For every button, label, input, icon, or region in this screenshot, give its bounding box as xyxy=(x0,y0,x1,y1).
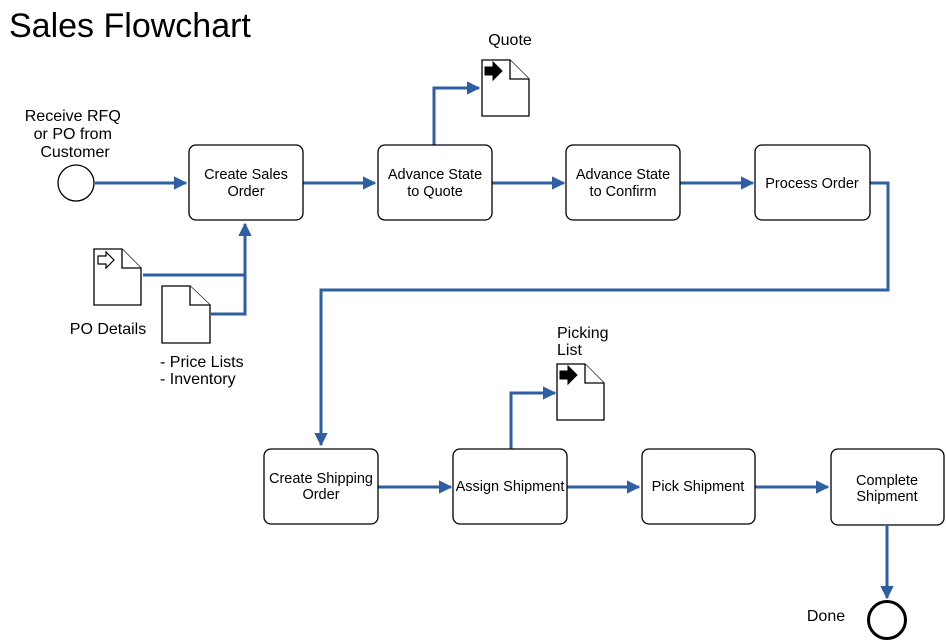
svg-text:Pick Shipment: Pick Shipment xyxy=(652,479,745,495)
step-assign-shipment: Assign Shipment xyxy=(452,448,568,525)
quote-label: Quote xyxy=(488,32,532,49)
step-process-order: Process Order xyxy=(754,144,871,221)
filled-arrow-icon xyxy=(484,60,503,82)
start-event-label: Receive RFQ or PO from Customer xyxy=(25,108,125,161)
picking-list-document xyxy=(556,363,605,421)
step-pick-shipment: Pick Shipment xyxy=(641,448,756,525)
price-lists-label: - Price Lists - Inventory xyxy=(160,354,248,388)
flow-connectors xyxy=(95,81,894,600)
connector-price-lists-to-create-sales-order xyxy=(211,275,247,316)
svg-text:Assign Shipment: Assign Shipment xyxy=(456,479,565,495)
connector-process-order-to-create-shipping-order xyxy=(314,181,890,447)
page-title: Sales Flowchart xyxy=(9,7,251,45)
picking-list-label: Picking List xyxy=(557,325,613,359)
svg-text:Process Order: Process Order xyxy=(765,176,859,192)
quote-document xyxy=(481,59,530,117)
start-event xyxy=(57,164,95,202)
connector-assign-shipment-to-picking-list xyxy=(509,386,557,449)
connector-po-details-to-create-sales-order xyxy=(143,222,252,277)
price-lists-document xyxy=(161,285,211,344)
outline-arrow-icon xyxy=(97,250,115,270)
po-details-label: PO Details xyxy=(70,321,146,338)
connector-advance-quote-to-quote-doc xyxy=(432,81,481,145)
filled-arrow-icon xyxy=(559,364,578,386)
po-details-document xyxy=(93,248,142,306)
end-event-label: Done xyxy=(807,608,845,625)
end-event xyxy=(867,600,907,640)
